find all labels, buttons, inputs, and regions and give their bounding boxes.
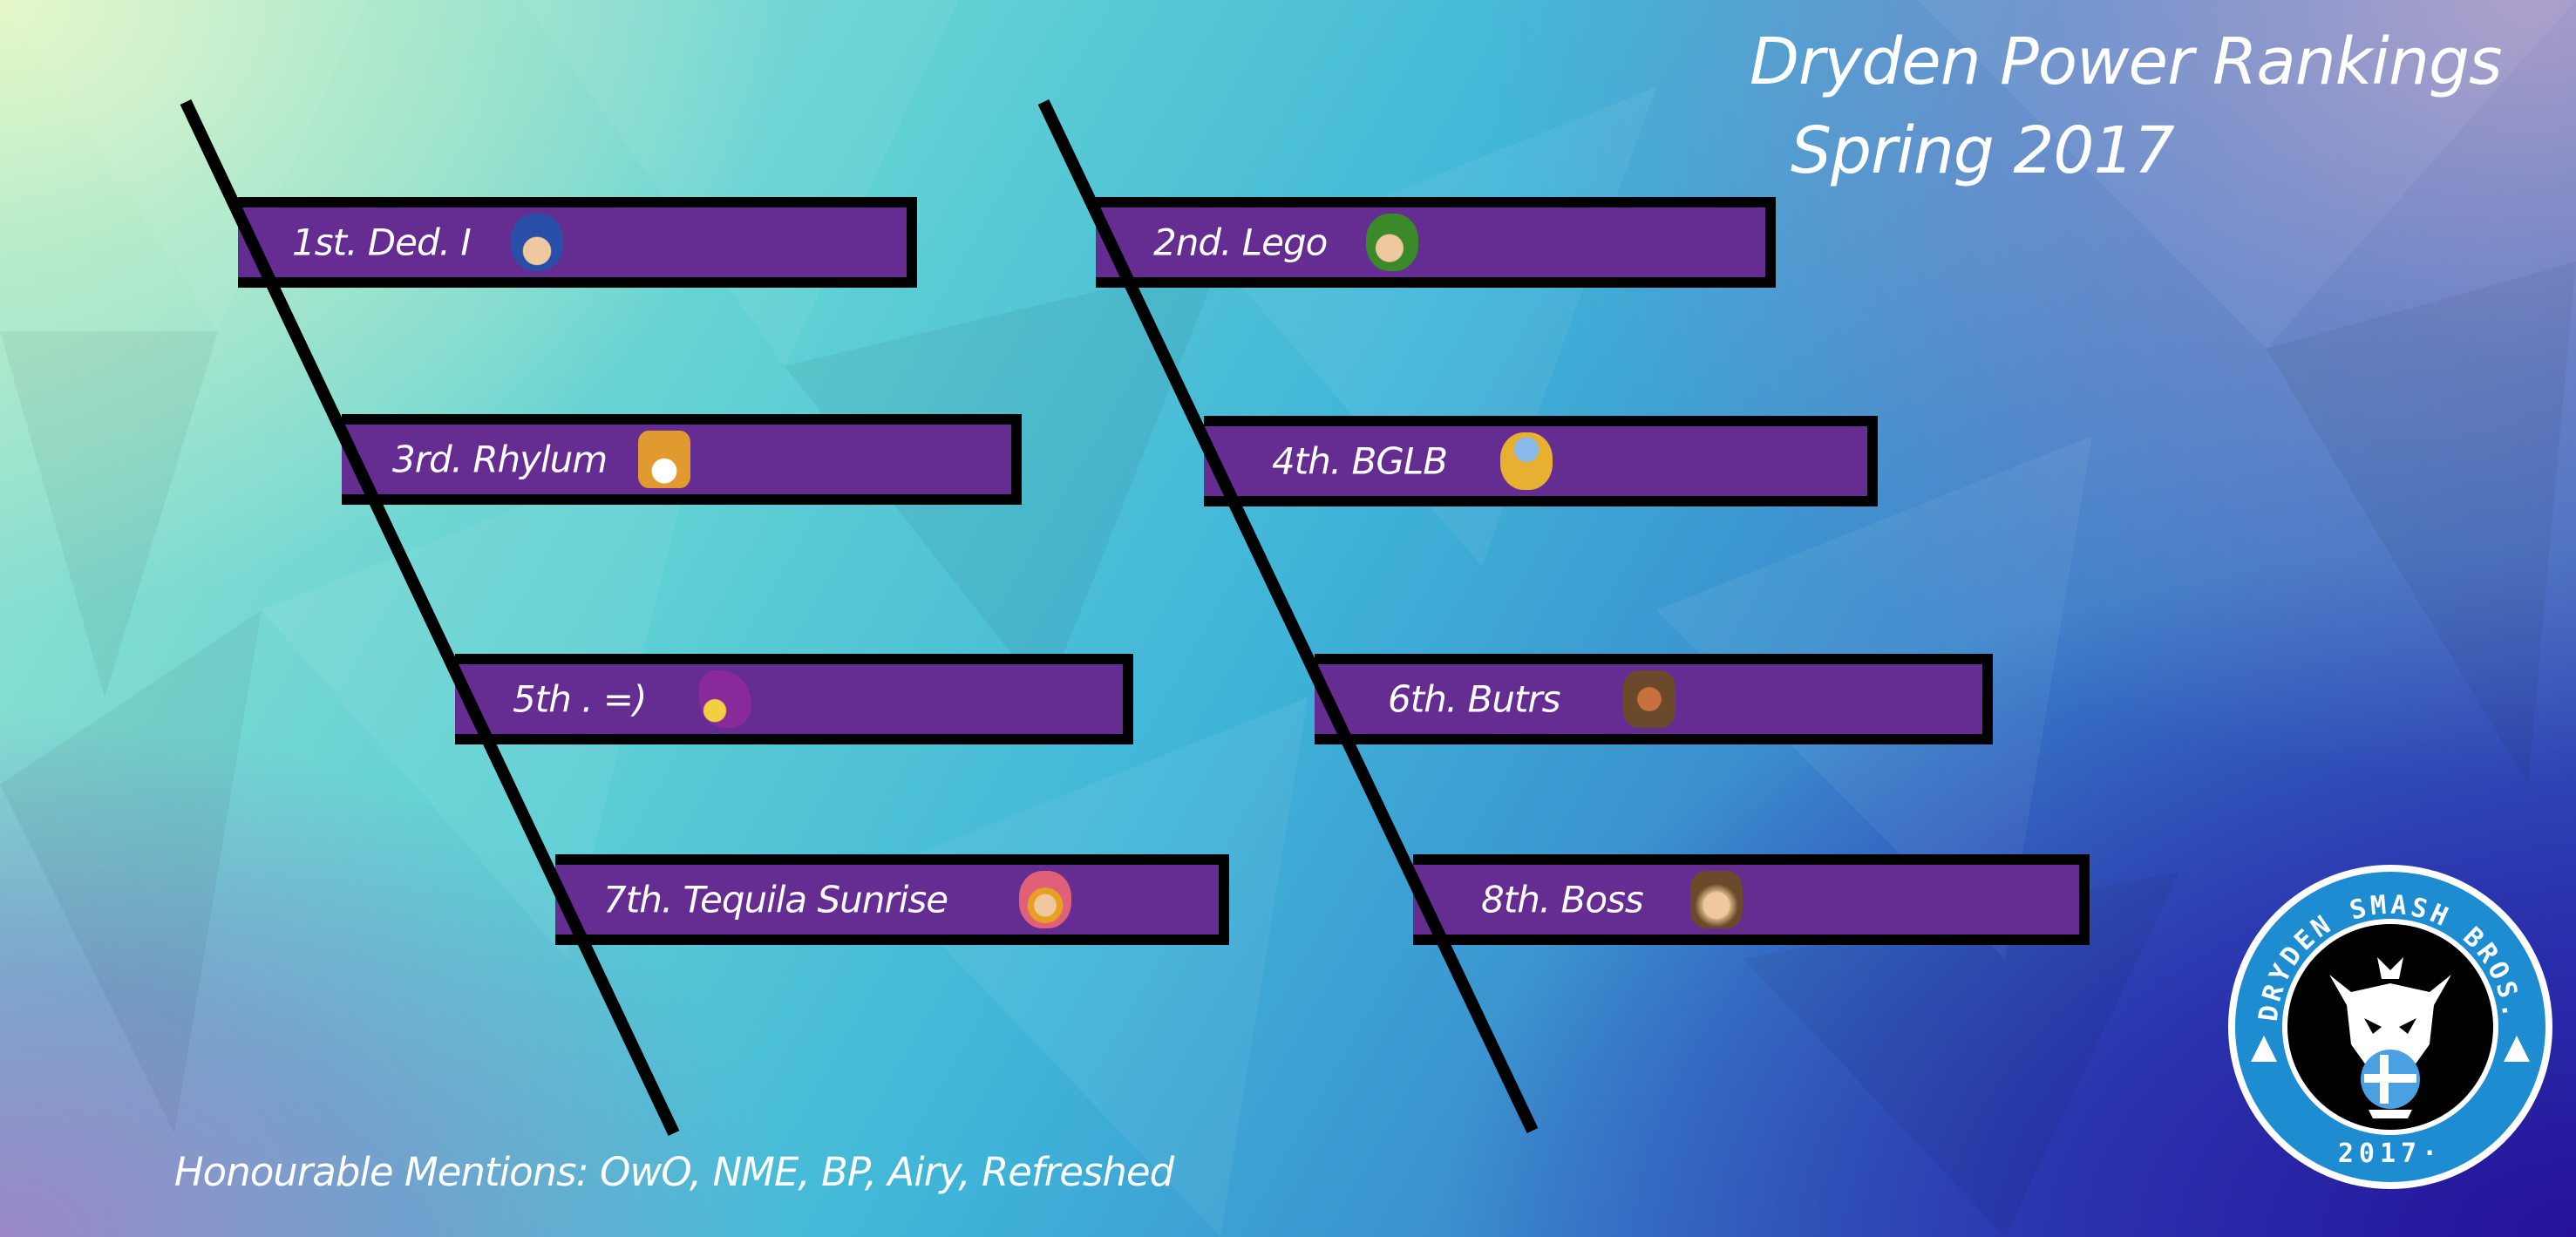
- marth-icon: [511, 214, 563, 271]
- dr-mario-icon: [1690, 871, 1743, 928]
- tree-icon: [2504, 1036, 2530, 1062]
- ranking-banner-1: 1st. Ded. I: [238, 197, 917, 288]
- ranking-label: 8th. Boss: [1481, 878, 1644, 921]
- ranking-banner-4: 4th. BGLB: [1204, 416, 1878, 506]
- dryden-smash-bros-logo: DRYDEN SMASH BROS. 2017·: [2228, 865, 2552, 1189]
- ranking-banner-3: 3rd. Rhylum: [342, 414, 1022, 505]
- ranking-label: 5th . =): [513, 677, 647, 721]
- right-bracket-line: [1037, 99, 1539, 1134]
- ganondorf-icon: [1623, 670, 1675, 728]
- bowser-skull-icon: [2329, 957, 2451, 1118]
- page-title: Dryden Power Rankings: [1750, 24, 2503, 99]
- ranking-banner-7: 7th. Tequila Sunrise: [555, 854, 1229, 945]
- ranking-banner-8: 8th. Boss: [1413, 854, 2090, 945]
- young-link-icon: [1366, 214, 1418, 271]
- ranking-label: 3rd. Rhylum: [392, 438, 608, 481]
- ranking-label: 2nd. Lego: [1153, 221, 1328, 264]
- ranking-banner-6: 6th. Butrs: [1315, 654, 1993, 744]
- honourable-mentions: Honourable Mentions: OwO, NME, BP, Airy,…: [173, 1149, 1174, 1195]
- ranking-banner-5: 5th . =): [455, 654, 1133, 744]
- ranking-label: 7th. Tequila Sunrise: [603, 878, 948, 921]
- left-bracket-line: [180, 99, 680, 1136]
- ranking-label: 1st. Ded. I: [292, 221, 472, 264]
- ice-climbers-icon: [1500, 432, 1553, 490]
- peach-icon: [1019, 871, 1071, 928]
- fox-icon: [638, 431, 690, 488]
- page-subtitle: Spring 2017: [1791, 113, 2175, 188]
- svg-text:2017·: 2017·: [2338, 1138, 2443, 1169]
- ranking-label: 4th. BGLB: [1272, 439, 1448, 483]
- ranking-label: 6th. Butrs: [1388, 677, 1561, 721]
- ranking-banner-2: 2nd. Lego: [1096, 197, 1776, 288]
- tree-icon: [2251, 1036, 2277, 1062]
